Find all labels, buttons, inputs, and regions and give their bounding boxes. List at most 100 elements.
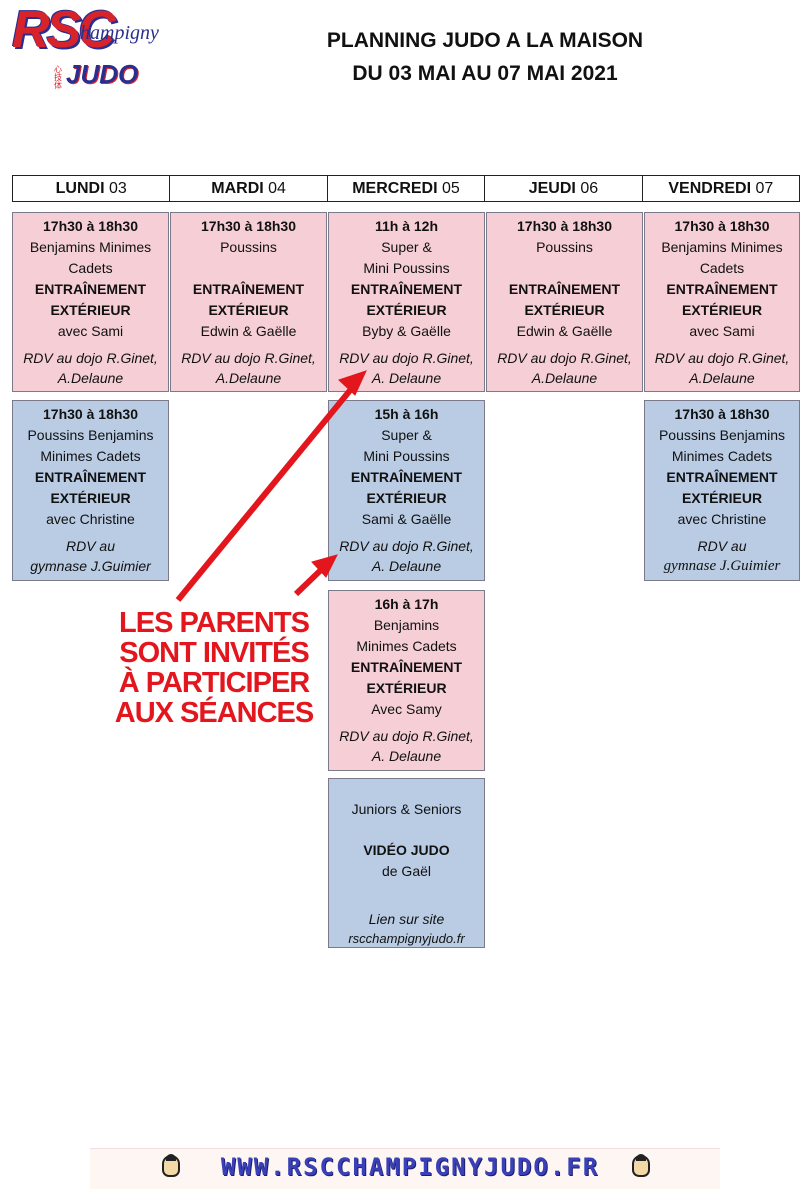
session-location: A.Delaune [57,370,124,386]
session-time: 17h30 à 18h30 [43,218,138,234]
session-group: Poussins Benjamins [27,427,154,443]
session-group: Cadets [699,260,745,276]
session-location: RDV au dojo R.Ginet, [339,728,474,744]
session-location: A. Delaune [371,748,442,764]
session-group: Super & [381,427,432,443]
session-time: 16h à 17h [374,596,439,612]
footer-website-link[interactable]: WWW.RSCCHAMPIGNYJUDO.FR [220,1153,600,1181]
session-thursday-1: 17h30 à 18h30 Poussins ENTRAÎNEMENT EXTÉ… [486,212,643,392]
session-group: Mini Poussins [363,448,450,464]
short-arrow-line [293,564,327,597]
session-wednesday-1: 11h à 12h Super & Mini Poussins ENTRAÎNE… [328,212,485,392]
session-time: 17h30 à 18h30 [517,218,612,234]
session-friday-2: 17h30 à 18h30 Poussins Benjamins Minimes… [644,400,800,581]
footer-banner [90,1148,720,1189]
session-location: gymnase J.Guimier [30,558,151,574]
long-arrow-line [175,386,355,602]
session-coach: Byby & Gaëlle [362,323,451,339]
session-group: Poussins [536,239,593,255]
session-link-label: Lien sur site [368,911,445,927]
logo-rsc-text: RSC [12,1,116,59]
mascot-face-icon [162,1154,180,1177]
session-type: EXTÉRIEUR [681,302,763,318]
session-link-url[interactable]: rscchampignyjudo.fr [348,931,465,946]
session-coach: Edwin & Gaëlle [200,323,297,339]
session-time: 17h30 à 18h30 [674,406,770,422]
session-location: RDV au dojo R.Ginet, [181,350,316,366]
session-coach: avec Sami [57,323,124,339]
session-type: ENTRAÎNEMENT [192,281,305,297]
day-header-friday: VENDREDI 07 [668,179,774,197]
session-monday-2: 17h30 à 18h30 Poussins Benjamins Minimes… [12,400,169,581]
title-line-1: PLANNING JUDO A LA MAISON [326,29,644,52]
session-type: ENTRAÎNEMENT [508,281,621,297]
logo-kanji-text: 心技体 [54,65,62,90]
session-group: Mini Poussins [363,260,450,276]
session-group: Minimes Cadets [356,638,457,654]
session-group: Benjamins [373,617,440,633]
session-coach: Edwin & Gaëlle [516,323,613,339]
session-location: A.Delaune [689,370,755,386]
session-type: EXTÉRIEUR [208,302,289,318]
session-type: EXTÉRIEUR [50,302,131,318]
day-header-tuesday: MARDI 04 [170,176,328,201]
session-type: EXTÉRIEUR [366,302,447,318]
page-title: PLANNING JUDO A LA MAISON DU 03 MAI AU 0… [300,24,670,90]
session-coach: Avec Samy [371,701,442,717]
session-type: VIDÉO JUDO [363,842,450,858]
session-type: EXTÉRIEUR [681,490,763,506]
session-type: ENTRAÎNEMENT [34,469,147,485]
session-type: ENTRAÎNEMENT [666,469,778,485]
mascot-face-icon [632,1154,650,1177]
session-type: EXTÉRIEUR [50,490,131,506]
session-coach: avec Sami [689,323,755,339]
session-friday-1: 17h30 à 18h30 Benjamins Minimes Cadets E… [644,212,800,392]
session-coach: de Gaël [381,863,432,879]
session-tuesday-1: 17h30 à 18h30 Poussins ENTRAÎNEMENT EXTÉ… [170,212,327,392]
logo-judo-text: JUDO [66,59,139,89]
day-header-wednesday: MERCREDI 05 [328,176,486,201]
session-wednesday-3: 16h à 17h Benjamins Minimes Cadets ENTRA… [328,590,485,771]
session-location: RDV au dojo R.Ginet, [23,350,158,366]
session-type: EXTÉRIEUR [524,302,605,318]
session-group: Juniors & Seniors [351,801,462,817]
session-type: EXTÉRIEUR [366,680,447,696]
session-group: Super & [381,239,432,255]
session-group: Benjamins Minimes [29,239,152,255]
session-location: gymnase J.Guimier [663,558,781,574]
session-location: RDV au [697,538,747,554]
logo-champigny-text: hampigny [80,22,159,44]
parents-message-line: AUX SÉANCES [114,697,315,729]
session-group: Minimes Cadets [40,448,141,464]
session-coach: avec Christine [677,511,767,527]
parents-message: LES PARENTS SONT INVITÉS À PARTICIPER AU… [108,608,320,728]
session-time: 17h30 à 18h30 [201,218,296,234]
session-type: ENTRAÎNEMENT [350,469,463,485]
title-line-2: DU 03 MAI AU 07 MAI 2021 [352,62,618,85]
session-group: Poussins [220,239,277,255]
session-group: Benjamins Minimes [661,239,783,255]
day-header-row: LUNDI 03 MARDI 04 MERCREDI 05 JEUDI 06 V… [12,175,800,202]
day-header-thursday: JEUDI 06 [485,176,643,201]
session-coach: avec Christine [46,511,135,527]
session-location: A. Delaune [371,370,442,386]
session-type: ENTRAÎNEMENT [34,281,147,297]
session-wednesday-4: Juniors & Seniors VIDÉO JUDO de Gaël Lie… [328,778,485,948]
session-location: A. Delaune [371,558,442,574]
session-location: A.Delaune [531,370,598,386]
session-type: ENTRAÎNEMENT [666,281,778,297]
session-location: A.Delaune [215,370,282,386]
session-time: 17h30 à 18h30 [43,406,138,422]
parents-message-line: SONT INVITÉS [119,637,309,669]
session-type: EXTÉRIEUR [366,490,447,506]
parents-message-line: À PARTICIPER [118,667,310,699]
session-wednesday-2: 15h à 16h Super & Mini Poussins ENTRAÎNE… [328,400,485,581]
day-header-monday: LUNDI 03 [13,176,171,201]
session-type: ENTRAÎNEMENT [350,281,463,297]
session-coach: Sami & Gaëlle [361,511,452,527]
session-location: RDV au [65,538,116,554]
session-type: ENTRAÎNEMENT [350,659,463,675]
session-location: RDV au dojo R.Ginet, [654,350,790,366]
session-time: 15h à 16h [374,406,439,422]
session-time: 11h à 12h [374,218,439,234]
